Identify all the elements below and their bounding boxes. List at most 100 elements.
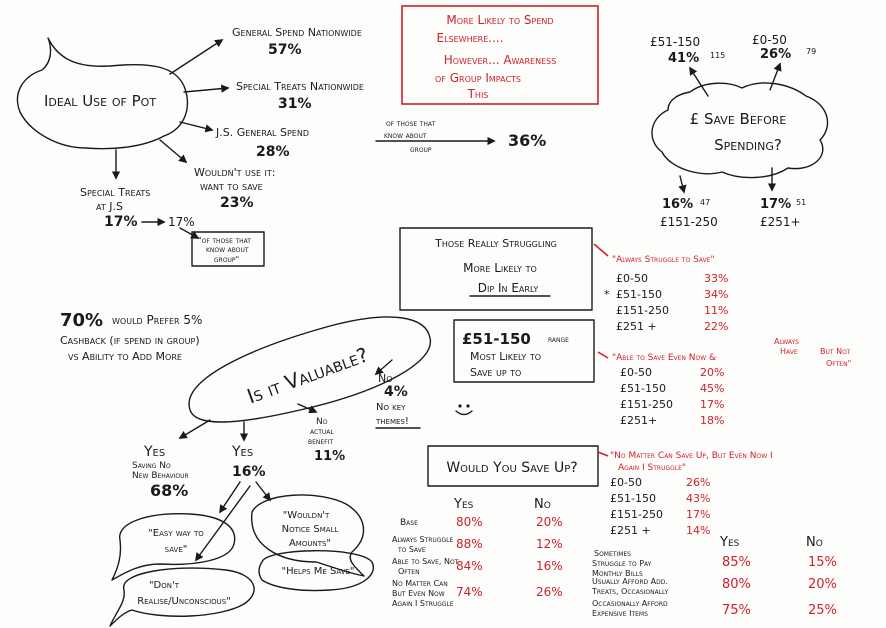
save-table-row: No Matter Can But Even Now Again I Strug… bbox=[392, 579, 563, 608]
valuable-ellipse bbox=[188, 316, 432, 423]
wouldnt-use-line1: Wouldn't use it: bbox=[194, 166, 275, 179]
bubble-easy-line1: "Easy way to bbox=[148, 528, 204, 539]
bucket2-extra: 79 bbox=[806, 47, 816, 56]
red-box-line1: More Likely to Spend bbox=[446, 13, 553, 27]
most-likely-box bbox=[453, 319, 595, 383]
right-table-row: Occasionally Afford Expensive Items 75% … bbox=[592, 599, 837, 618]
no-benefit-value: 11% bbox=[314, 449, 345, 464]
save-table-row-no: 12% bbox=[536, 537, 563, 551]
able-row-value: 45% bbox=[700, 382, 724, 395]
able-row: £51-150 45% bbox=[620, 382, 724, 395]
right-table-row-yes: 75% bbox=[722, 603, 751, 618]
struggling-line1: Those Really Struggling bbox=[434, 237, 557, 250]
cashback-line2: Cashback (if spend in group) bbox=[60, 334, 200, 347]
bucket4-value: 17% bbox=[760, 197, 791, 212]
arrow-easy bbox=[219, 481, 241, 514]
general-nationwide-value: 57% bbox=[268, 42, 302, 58]
able-row-band: £51-150 bbox=[620, 382, 666, 395]
save-table-no-header: No bbox=[534, 497, 551, 512]
of-those-line2: know about bbox=[384, 131, 427, 140]
able-list: £0-50 20% £51-150 45% £151-250 17% £251+… bbox=[620, 366, 724, 427]
able-row-value: 20% bbox=[700, 366, 724, 379]
struggling-row-band: £151-250 bbox=[616, 304, 669, 317]
treats-nationwide-value: 31% bbox=[278, 96, 312, 112]
right-table-row-label: Sometimes bbox=[594, 549, 631, 558]
save-table-yes-header: Yes bbox=[453, 497, 474, 512]
right-table-row-yes: 80% bbox=[722, 577, 751, 592]
save-table-row: Base 80% 20% bbox=[400, 515, 563, 529]
able-row-band: £0-50 bbox=[620, 366, 652, 379]
struggling-note: "Always Struggle to Save" bbox=[612, 255, 715, 265]
treats-js-note-line2: know about bbox=[206, 245, 249, 254]
smiley-icon bbox=[455, 404, 473, 416]
no-sub1: No key bbox=[376, 402, 406, 413]
arrow-bucket2 bbox=[769, 62, 782, 91]
right-table-row-label2: Treats, Occasionally bbox=[591, 587, 669, 596]
save-table-row-label2: to Save bbox=[397, 545, 426, 554]
save-table-row-label3: Again I Struggle bbox=[392, 599, 454, 608]
bubble-notice-line3: Amounts" bbox=[289, 538, 331, 549]
yes1-sub1: Saving No bbox=[132, 461, 171, 471]
bucket3-value: 16% bbox=[662, 197, 693, 212]
right-table-row-no: 20% bbox=[808, 577, 837, 592]
arrow-no bbox=[374, 359, 393, 376]
yes1-value: 68% bbox=[150, 481, 188, 500]
right-table-row-label: Usually Afford Add. bbox=[592, 577, 668, 586]
save-before-line2: Spending? bbox=[714, 136, 782, 154]
treats-js-note-box bbox=[191, 231, 265, 267]
treats-js-known-value: 17% bbox=[168, 215, 195, 229]
arrow-notice bbox=[255, 481, 272, 502]
would-save-note1: "No Matter Can Save Up, But Even Now I bbox=[610, 451, 773, 461]
would-save-row-value: 26% bbox=[686, 476, 710, 489]
arrow-treats-nationwide bbox=[183, 84, 230, 93]
able-note-c: Have bbox=[780, 347, 798, 356]
able-note-e: Often" bbox=[826, 359, 851, 368]
treats-js-value: 17% bbox=[104, 214, 138, 230]
struggling-row: * £51-150 34% bbox=[604, 288, 728, 301]
would-save-row-band: £151-250 bbox=[610, 508, 663, 521]
save-table-row-yes: 74% bbox=[456, 585, 483, 599]
right-table-row-label3: Monthly Bills bbox=[592, 569, 643, 578]
bucket2-label: £0-50 bbox=[752, 33, 787, 47]
wouldnt-use-line2: want to save bbox=[200, 180, 263, 193]
struggling-list: £0-50 33% * £51-150 34% £151-250 11% £25… bbox=[604, 272, 728, 333]
arrow-yes1 bbox=[178, 419, 211, 439]
able-row: £251+ 18% bbox=[620, 414, 724, 427]
bubble-easy bbox=[111, 513, 236, 581]
save-table-row-label: Able to Save, Not bbox=[392, 557, 459, 566]
save-table-row-label2: Often bbox=[398, 567, 420, 576]
arrow-general-nationwide bbox=[169, 39, 224, 75]
able-row-value: 17% bbox=[700, 398, 724, 411]
struggling-line2: More Likely to bbox=[463, 261, 537, 275]
would-save-row: £51-150 43% bbox=[610, 492, 710, 505]
would-save-row-value: 17% bbox=[686, 508, 710, 521]
treats-js-note-line1: "of those that bbox=[198, 236, 251, 245]
no-sub2: themes! bbox=[375, 416, 409, 427]
would-save-row-value: 43% bbox=[686, 492, 710, 505]
wouldnt-use-value: 23% bbox=[220, 195, 254, 211]
most-likely-band: £51-150 bbox=[462, 330, 531, 348]
red-box-line3: However... Awareness bbox=[444, 53, 557, 67]
save-table-row-yes: 80% bbox=[456, 515, 483, 529]
would-save-row-band: £251 + bbox=[610, 524, 651, 537]
save-table-row-yes: 84% bbox=[456, 559, 483, 573]
general-nationwide-label: General Spend Nationwide bbox=[232, 26, 362, 39]
save-table-row: Able to Save, Not Often 84% 16% bbox=[392, 557, 563, 576]
save-table-row-label: Always Struggle bbox=[392, 535, 453, 544]
save-table-row-label: No Matter Can bbox=[392, 579, 448, 588]
right-table-row-label2: Struggle to Pay bbox=[592, 559, 652, 568]
cashback-line3: vs Ability to Add More bbox=[68, 350, 182, 363]
yes2-value: 16% bbox=[232, 464, 266, 480]
struggling-box bbox=[399, 227, 593, 311]
no-benefit-line2: actual bbox=[310, 427, 334, 437]
struggling-row-value: 33% bbox=[704, 272, 728, 285]
no-label: No bbox=[378, 372, 393, 385]
would-save-row: £251 + 14% bbox=[610, 524, 710, 537]
arrow-no-benefit bbox=[297, 403, 318, 414]
right-table-yes-header: Yes bbox=[719, 535, 740, 550]
treats-js-line1: Special Treats bbox=[80, 186, 150, 199]
save-table-row: Always Struggle to Save 88% 12% bbox=[392, 535, 563, 554]
of-those-value: 36% bbox=[508, 131, 546, 150]
save-table-row-yes: 88% bbox=[456, 537, 483, 551]
